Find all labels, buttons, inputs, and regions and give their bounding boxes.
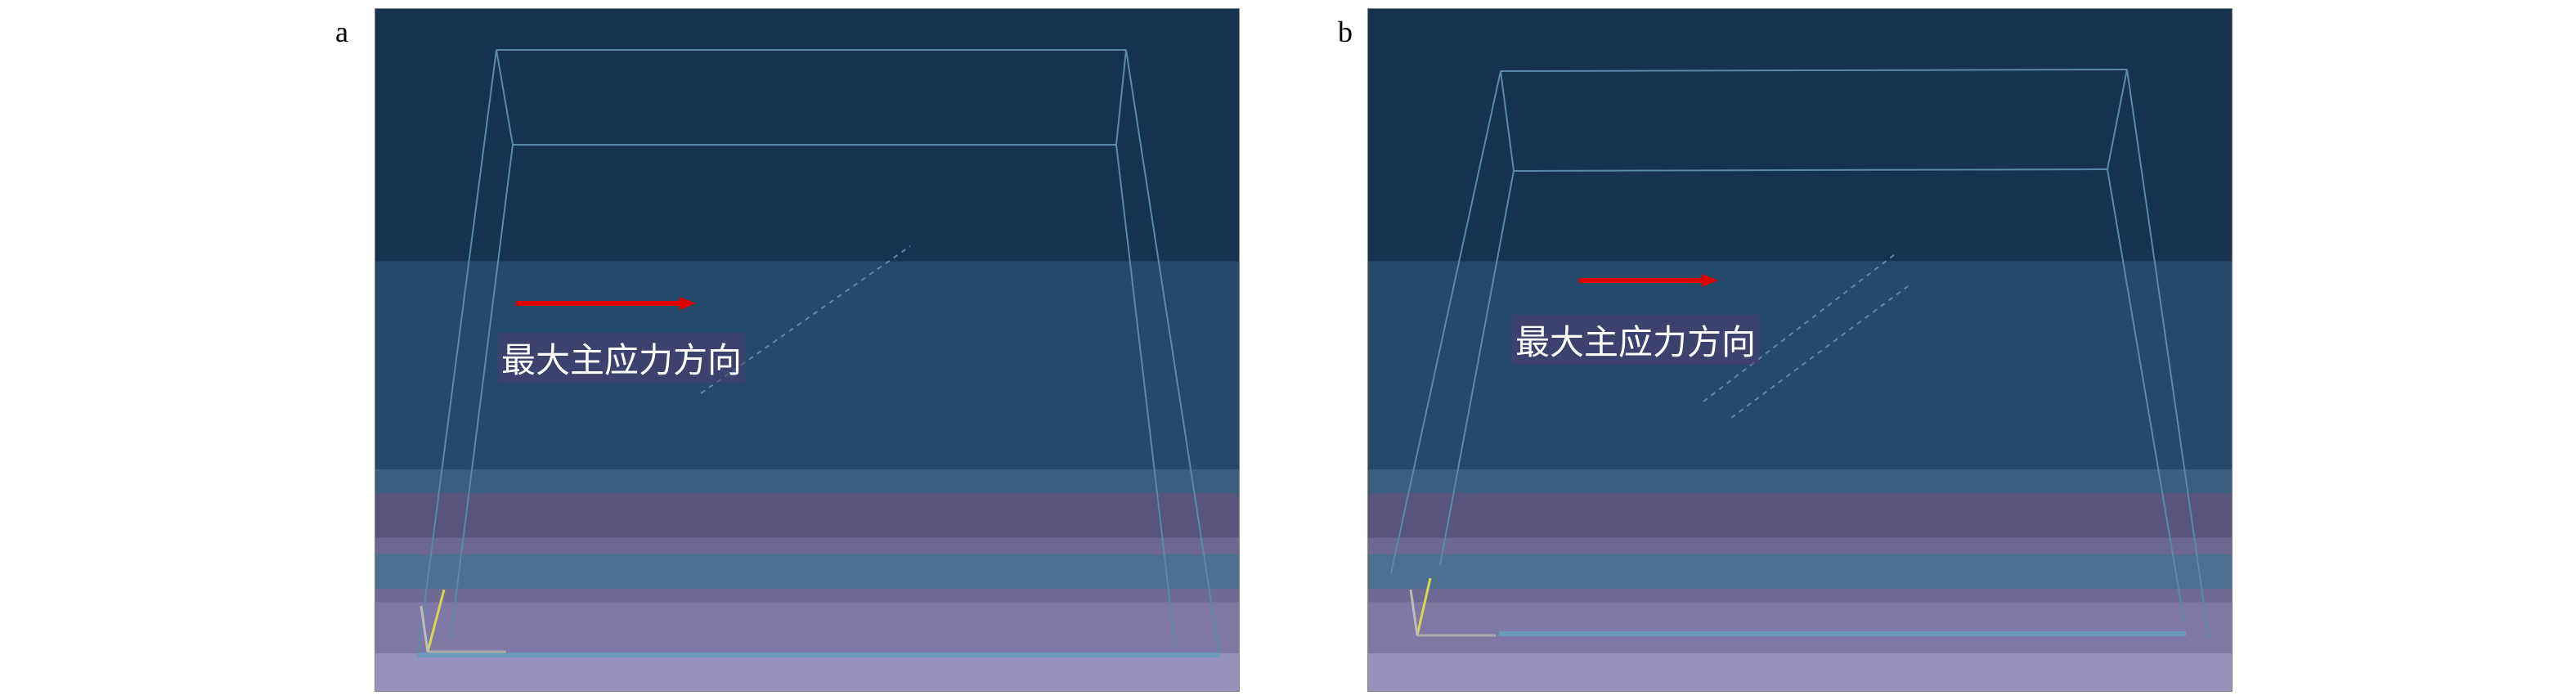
panel-a: 最大主应力方向 <box>375 8 1240 692</box>
frame-model-a <box>417 49 1220 657</box>
stress-arrow <box>1579 274 1718 287</box>
right-inner-column <box>1115 144 1176 648</box>
crack-line <box>1703 254 1896 402</box>
left-inner-column <box>450 144 514 639</box>
left-column <box>417 49 497 656</box>
stress-direction-caption: 最大主应力方向 <box>498 333 746 383</box>
inner-beam <box>1513 168 2108 172</box>
panel-b: 最大主应力方向 <box>1367 8 2233 692</box>
right-inner-column <box>2107 168 2185 623</box>
frame-model-b <box>1390 69 2210 639</box>
top-beam <box>1500 69 2128 72</box>
left-inner-column <box>1439 170 1515 566</box>
axis-triad-icon <box>420 589 506 653</box>
stress-direction-caption: 最大主应力方向 <box>1512 315 1760 365</box>
right-column <box>1125 49 1220 656</box>
axis-triad-icon <box>1409 577 1496 637</box>
panel-a-label: a <box>335 16 348 48</box>
left-column <box>1390 70 1501 574</box>
stress-arrow <box>516 297 696 310</box>
panel-b-label: b <box>1338 16 1353 48</box>
right-column <box>2126 69 2210 639</box>
